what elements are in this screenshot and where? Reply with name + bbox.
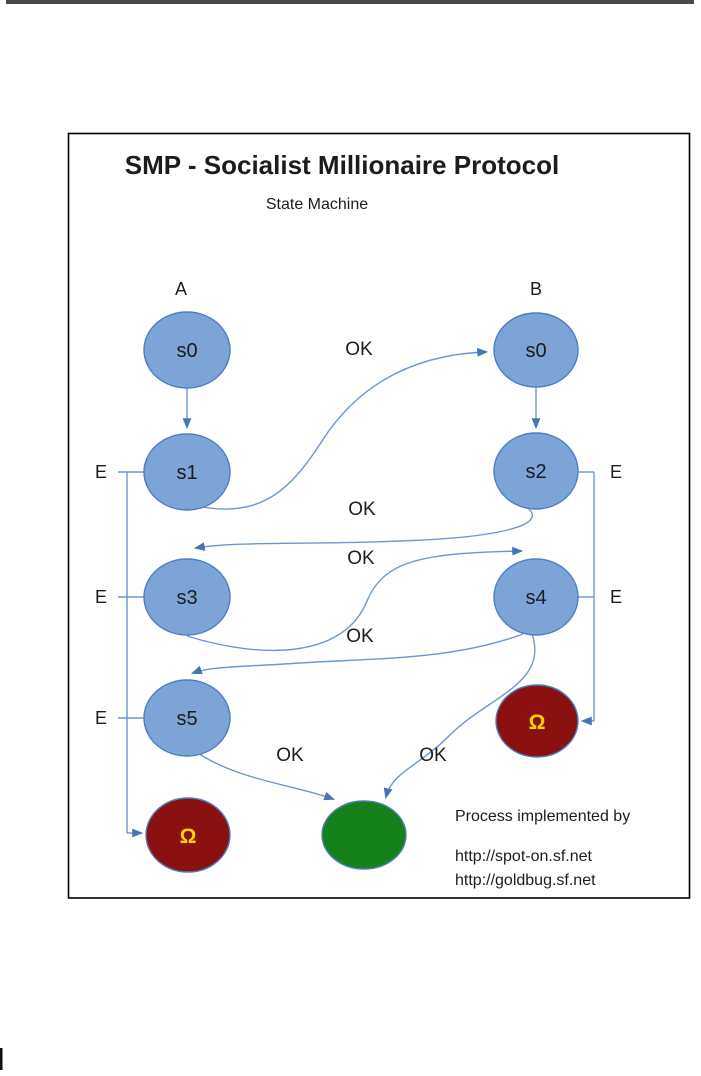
state-omega-b: Ω: [495, 684, 579, 758]
state-circle: [493, 558, 579, 636]
edge-s3-to-s4: [186, 546, 524, 652]
edge-label-e: E: [95, 587, 107, 607]
state-circle: [143, 558, 231, 636]
state-label: s0: [176, 340, 197, 362]
state-b-s4: s4: [493, 558, 579, 636]
edge-s5-to-success: [194, 750, 336, 801]
state-omega-a: Ω: [145, 797, 231, 873]
diagram-title: SMP - Socialist Millionaire Protocol: [125, 150, 559, 180]
state-a-s0: s0: [143, 311, 231, 389]
edge-label-ok: OK: [347, 548, 375, 569]
edge-label-ok: OK: [345, 339, 373, 360]
state-label: s1: [176, 462, 197, 484]
edge-label-e: E: [610, 462, 622, 482]
edge-s4-to-success: [383, 633, 536, 800]
scan-edge-mark: [0, 1048, 3, 1070]
success-state-circle: [321, 800, 407, 870]
state-success: [321, 800, 407, 870]
state-a-s5: s5: [143, 679, 231, 757]
state-label: s5: [176, 708, 197, 730]
edge-label-e: E: [95, 462, 107, 482]
state-label: s3: [176, 587, 197, 609]
error-state-circle: [145, 797, 231, 873]
diagram-subtitle: State Machine: [266, 196, 368, 213]
edge-s4-to-s5: [190, 633, 524, 675]
footer-link: http://goldbug.sf.net: [455, 872, 596, 889]
edge-label-ok: OK: [346, 626, 374, 647]
footer-link: http://spot-on.sf.net: [455, 848, 593, 865]
state-b-s2: s2: [493, 432, 579, 510]
column-label-a: A: [175, 279, 187, 299]
scan-top-bar: [6, 0, 694, 4]
edge-label-ok: OK: [348, 499, 376, 520]
state-a-s3: s3: [143, 558, 231, 636]
edge-s2-to-s3: [193, 504, 533, 551]
state-label: s2: [525, 461, 546, 483]
state-a-s1: s1: [143, 433, 231, 511]
state-label: s0: [525, 340, 546, 362]
state-circle: [493, 432, 579, 510]
edge-label-ok: OK: [419, 745, 447, 766]
state-circle: [143, 679, 231, 757]
state-b-s0: s0: [493, 312, 579, 388]
edge-label-e: E: [610, 587, 622, 607]
state-circle: [143, 311, 231, 389]
state-circle: [143, 433, 231, 511]
omega-label: Ω: [529, 711, 546, 734]
diagram-frame: [67, 132, 691, 899]
column-label-b: B: [530, 279, 542, 299]
edge-label-e: E: [95, 708, 107, 728]
state-circle: [493, 312, 579, 388]
error-state-circle: [495, 684, 579, 758]
footer-caption: Process implemented by: [455, 808, 630, 825]
edge-label-ok: OK: [276, 745, 304, 766]
state-label: s4: [525, 587, 546, 609]
omega-label: Ω: [180, 825, 197, 848]
edge-s1-to-b-s0: [196, 347, 489, 510]
